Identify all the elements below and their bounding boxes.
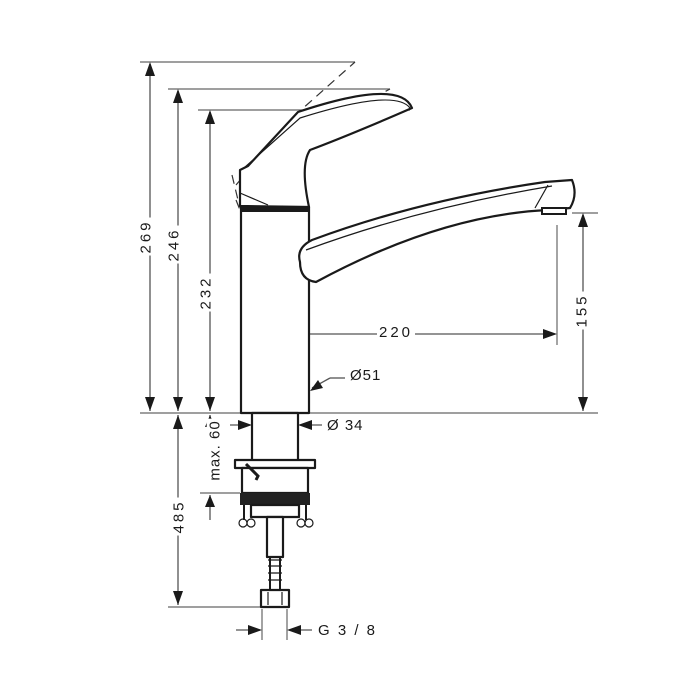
dim-label-232: 232 [197,273,215,312]
dim-label-269: 269 [137,217,155,256]
dim-label-220: 220 [377,324,416,341]
dim-label-246: 246 [165,225,183,264]
dim-label-thread: G 3 / 8 [316,622,380,639]
dim-label-max-deck: max. 60 [206,418,224,483]
dim-label-shank-diameter: Ø 34 [325,417,366,434]
dim-label-155: 155 [573,291,591,330]
dim-label-body-diameter: Ø51 [348,367,384,384]
dim-label-485: 485 [170,497,188,536]
